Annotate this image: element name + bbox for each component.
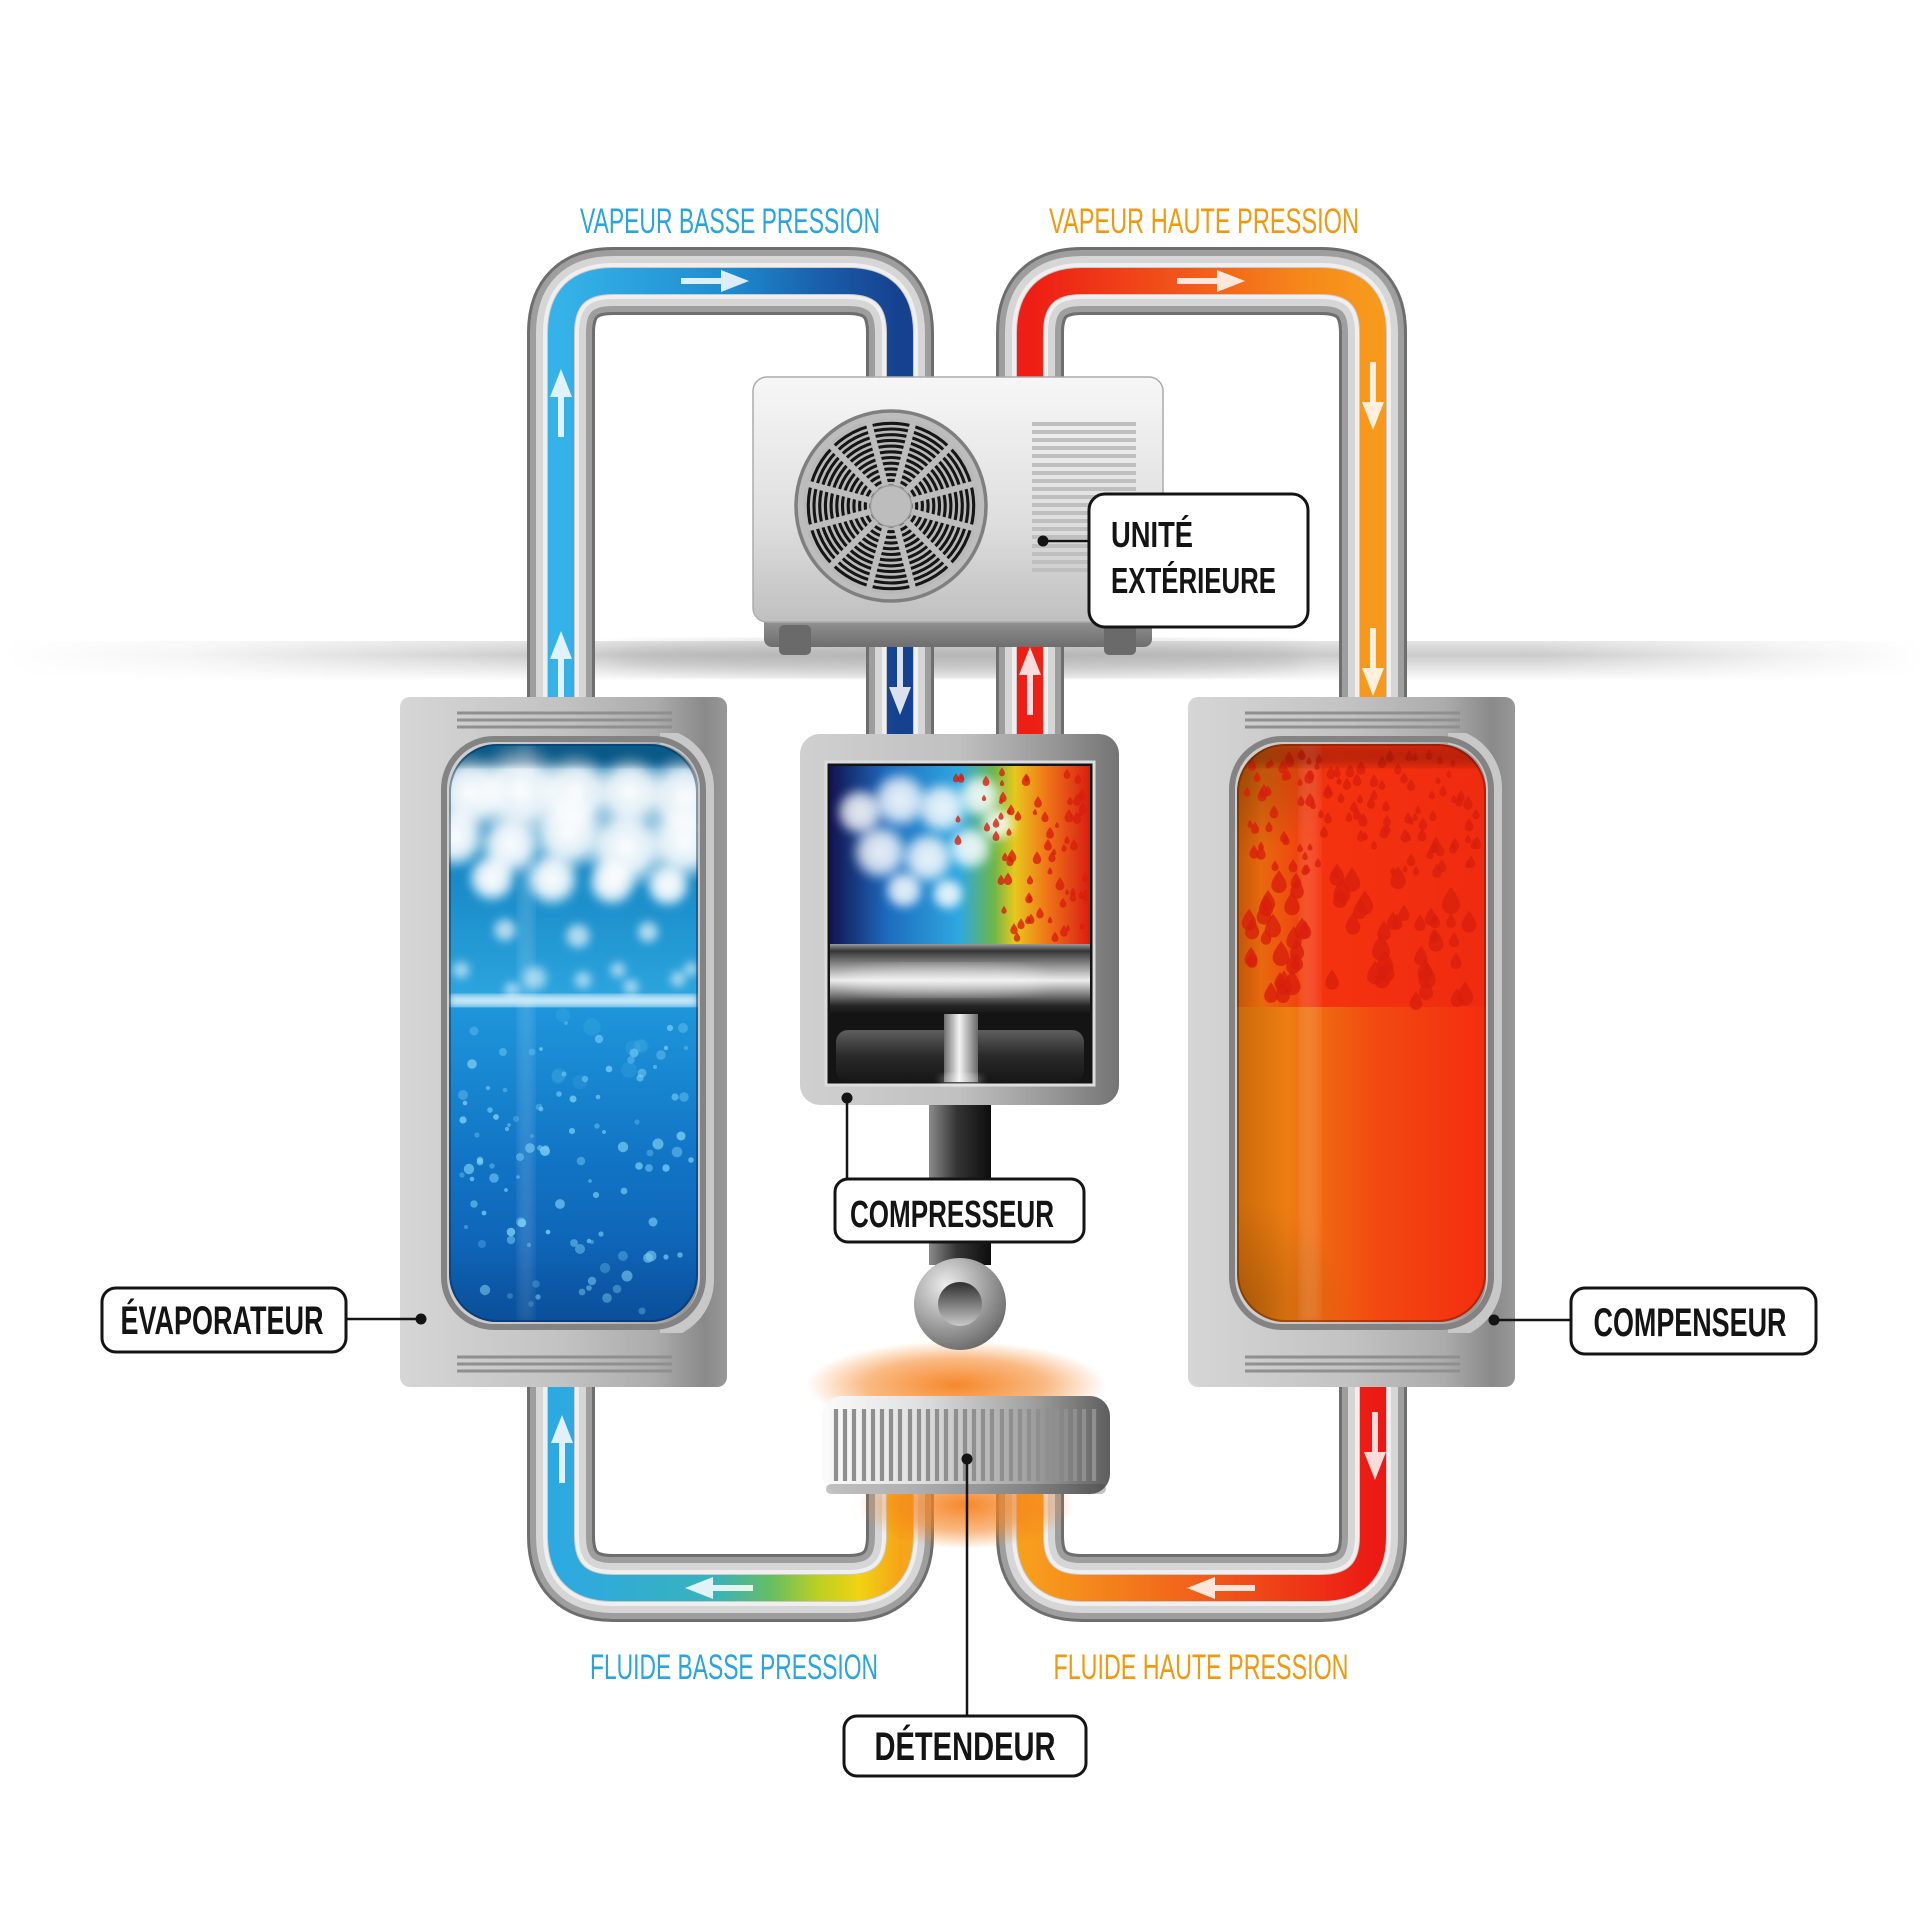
svg-text:VAPEUR HAUTE PRESSION: VAPEUR HAUTE PRESSION [1049,202,1359,241]
svg-text:UNITÉ: UNITÉ [1111,514,1193,555]
svg-text:VAPEUR BASSE PRESSION: VAPEUR BASSE PRESSION [580,202,880,241]
svg-text:DÉTENDEUR: DÉTENDEUR [875,1724,1056,1769]
svg-text:COMPRESSEUR: COMPRESSEUR [850,1194,1054,1236]
svg-text:COMPENSEUR: COMPENSEUR [1594,1301,1787,1345]
svg-text:EXTÉRIEURE: EXTÉRIEURE [1111,560,1276,601]
svg-text:FLUIDE BASSE PRESSION: FLUIDE BASSE PRESSION [590,1648,878,1687]
svg-text:ÉVAPORATEUR: ÉVAPORATEUR [121,1298,324,1343]
svg-text:FLUIDE HAUTE PRESSION: FLUIDE HAUTE PRESSION [1054,1648,1349,1687]
